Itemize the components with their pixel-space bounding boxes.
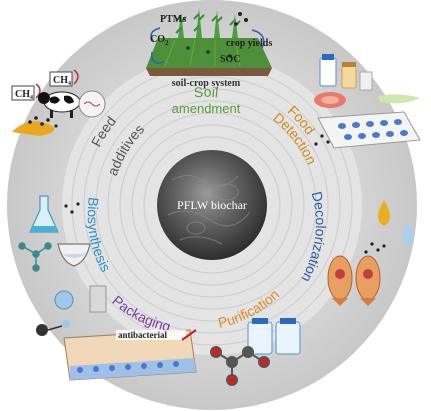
feed-dots — [28, 116, 58, 128]
molecule-icon — [210, 346, 270, 386]
leaf-icon — [378, 94, 420, 104]
water-drop-icon — [403, 222, 413, 246]
glass-icon — [359, 71, 373, 91]
ch4-label-b: CH4 — [15, 89, 33, 101]
cow-icon — [38, 91, 81, 118]
biochar-particle-icon — [36, 324, 48, 336]
device-icon — [89, 285, 107, 313]
network-molecule-icon — [18, 242, 52, 272]
particle-cluster-icon — [54, 290, 74, 310]
center-label: PFLW biochar — [177, 198, 247, 212]
biochar-texture — [167, 175, 251, 245]
food-detection-panel — [314, 54, 421, 149]
co2-arrow-icon — [150, 27, 161, 43]
crop-yields-label: crop yields — [226, 38, 272, 49]
ch4-emission-icon — [73, 69, 79, 85]
yield-arrow-icon — [251, 29, 265, 49]
co2-label: CO2 — [150, 34, 169, 47]
antibacterial-arrow-icon — [181, 329, 197, 341]
soc-label: SOC — [220, 54, 241, 65]
biochar-sem-image — [157, 150, 267, 260]
biosynthesis-panel — [18, 195, 91, 272]
sector-label-soil-line1: Soil — [193, 84, 219, 101]
honey-jar-icon — [341, 65, 357, 89]
purification-panel — [210, 318, 301, 386]
beaker-icon — [57, 243, 91, 267]
ch4-label-a: CH4 — [53, 75, 71, 87]
decolorization-panel — [327, 200, 413, 306]
soc-arrow-icon — [151, 51, 165, 64]
feed-additives-panel: CH4 CH4 — [11, 69, 106, 136]
plate-wells — [338, 119, 408, 140]
milk-bottle-icon — [319, 57, 337, 87]
particle-dots — [186, 12, 248, 58]
soil-crop-system-label: soil-crop system — [172, 78, 241, 89]
soil-crop-panel: PTMs CO2 crop yields SOC soil-crop syste… — [146, 8, 272, 89]
sector-label-soil-line2: amendment — [172, 101, 241, 116]
feed-pile-icon — [12, 121, 55, 136]
crop-plants-icon — [175, 8, 241, 38]
fish-icon — [327, 255, 381, 306]
concentric-rings — [71, 64, 353, 346]
packaging-panel: antibacterial — [36, 285, 197, 381]
oil-drop-icon — [378, 200, 390, 226]
ptms-label: PTMs — [160, 14, 186, 25]
antibacterial-label: antibacterial — [118, 330, 167, 340]
